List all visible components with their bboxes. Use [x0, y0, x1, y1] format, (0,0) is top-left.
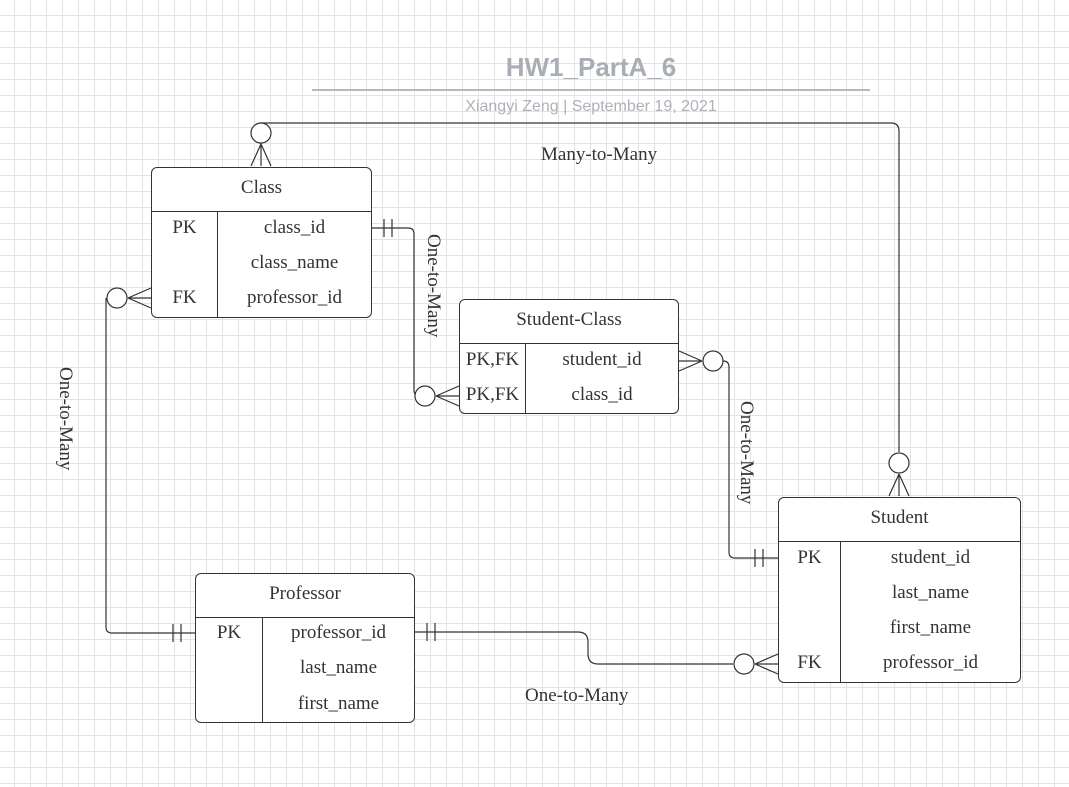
diagram-subtitle: Xiangyi Zeng | September 19, 2021	[465, 98, 717, 115]
crowfoot-class-left	[127, 287, 152, 309]
entity-class[interactable]: Class PK class_id class_name FK professo…	[151, 167, 372, 318]
field-cell: last_name	[299, 657, 378, 678]
column-divider	[840, 542, 841, 682]
column-divider	[525, 344, 526, 413]
field-cell: professor_id	[247, 287, 342, 308]
column-divider	[217, 212, 218, 317]
connector-class-studentclass	[372, 227, 421, 397]
key-cell: PK,FK	[465, 349, 520, 370]
label-class-studentclass: One-to-Many	[423, 234, 444, 338]
entity-student[interactable]: Student PK student_id last_name first_na…	[778, 497, 1021, 683]
field-cell: student_id	[562, 349, 642, 370]
field-cell: class_id	[263, 217, 326, 238]
crowfoot-studentclass-left	[435, 385, 460, 407]
crowfoot-circle-class-top	[250, 122, 272, 144]
one-marker-student-left	[754, 549, 764, 567]
crowfoot-student-left	[754, 653, 779, 675]
key-cell: FK	[797, 652, 822, 673]
crowfoot-circle-class-left	[106, 287, 128, 309]
key-cell: FK	[172, 287, 197, 308]
crowfoot-class-top	[250, 143, 272, 167]
crowfoot-circle-studentclass-left	[414, 385, 436, 407]
entity-student-class[interactable]: Student-Class PK,FK student_id PK,FK cla…	[459, 299, 679, 414]
key-cell: PK,FK	[465, 384, 520, 405]
column-divider	[262, 618, 263, 722]
key-cell: PK	[216, 622, 242, 643]
connector-studentclass-student	[722, 360, 779, 559]
crowfoot-student-top	[888, 473, 910, 497]
crowfoot-circle-student-top	[888, 452, 910, 474]
connector-professor-student	[415, 631, 733, 665]
title-rule	[312, 89, 870, 91]
field-cell: first_name	[297, 693, 380, 714]
field-cell: first_name	[889, 617, 972, 638]
field-cell: professor_id	[291, 622, 386, 643]
entity-professor[interactable]: Professor PK professor_id last_name firs…	[195, 573, 415, 723]
label-professor-class: One-to-Many	[55, 367, 76, 471]
key-cell: PK	[797, 547, 822, 568]
one-marker-professor-right	[426, 623, 436, 641]
crowfoot-circle-studentclass-right	[702, 350, 724, 372]
label-professor-student: One-to-Many	[525, 685, 629, 706]
connector-class-student	[260, 122, 900, 452]
entity-title: Class	[152, 168, 371, 212]
entity-title: Student	[779, 498, 1020, 542]
one-marker-class	[383, 219, 393, 237]
label-class-student: Many-to-Many	[541, 144, 658, 165]
key-cell: PK	[172, 217, 197, 238]
field-cell: class_name	[250, 252, 339, 273]
crowfoot-studentclass-right	[678, 350, 703, 372]
entity-title: Professor	[196, 574, 414, 618]
entity-title: Student-Class	[460, 300, 678, 344]
field-cell: professor_id	[883, 652, 978, 673]
field-cell: last_name	[891, 582, 970, 603]
connector-professor-class	[105, 298, 195, 634]
field-cell: student_id	[890, 547, 971, 568]
one-marker-professor-left	[172, 624, 182, 642]
label-studentclass-student: One-to-Many	[736, 401, 757, 505]
field-cell: class_id	[571, 384, 633, 405]
crowfoot-circle-student-left	[733, 653, 755, 675]
diagram-title: HW1_PartA_6	[505, 52, 677, 82]
